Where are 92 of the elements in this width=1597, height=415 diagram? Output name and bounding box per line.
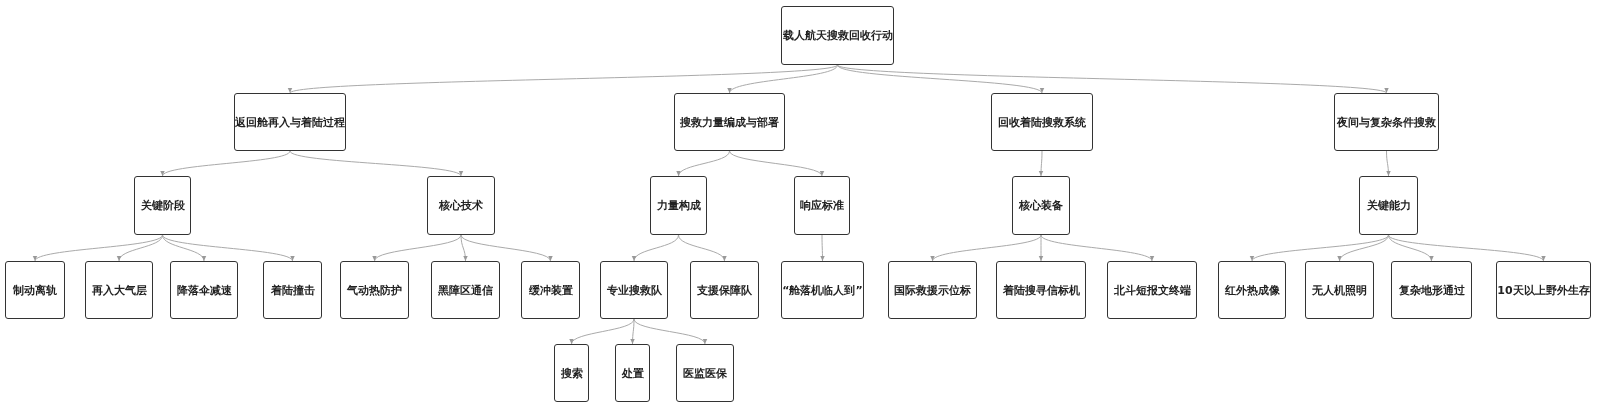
arrow	[162, 234, 205, 262]
arrow	[289, 64, 838, 94]
node-label: 响应标准	[800, 198, 844, 213]
arrow	[374, 234, 462, 262]
node-label: 国际救援示位标	[894, 282, 971, 298]
arrow	[1388, 234, 1544, 262]
process-box	[1496, 261, 1591, 319]
arrow	[571, 318, 635, 345]
arrow	[633, 234, 679, 262]
process-box	[263, 261, 322, 319]
node-label: 红外热成像	[1224, 282, 1280, 298]
process-box	[781, 261, 864, 319]
process-box	[340, 261, 409, 319]
node-label: 缓冲装置	[528, 282, 573, 298]
process-box	[134, 176, 191, 235]
node-label: 气动热防护	[347, 282, 402, 298]
node-label: 关键能力	[1366, 198, 1411, 213]
arrow	[460, 234, 468, 262]
arrow	[837, 64, 1387, 94]
arrow	[729, 64, 838, 94]
arrow	[1386, 150, 1391, 177]
node-label: 10天以上野外生存	[1497, 282, 1590, 298]
process-box	[427, 176, 495, 235]
node-label: 处置	[621, 365, 644, 381]
arrow	[118, 234, 163, 262]
process-box	[888, 261, 977, 319]
node-label: 着陆搜寻信标机	[1002, 282, 1080, 298]
process-box	[1391, 261, 1472, 319]
node-label: 夜间与复杂条件搜救	[1337, 114, 1436, 130]
node-label: 着陆撞击	[270, 282, 315, 298]
node-label: 再入大气层	[91, 282, 147, 298]
arrow	[1388, 234, 1433, 262]
arrow	[820, 234, 825, 262]
node-label: 载人航天搜救回收行动	[782, 28, 893, 43]
process-box	[1218, 261, 1286, 319]
process-box	[600, 261, 668, 319]
node-label: 回收着陆搜救系统	[998, 114, 1086, 130]
process-box	[554, 344, 589, 402]
arrow	[289, 150, 462, 177]
node-label: 关键阶段	[140, 198, 185, 213]
node-label: 支援保障队	[697, 282, 752, 298]
process-box	[170, 261, 238, 319]
node-label: 核心装备	[1019, 198, 1063, 213]
process-box	[1305, 261, 1374, 319]
arrow	[460, 234, 551, 262]
arrow	[1040, 234, 1153, 262]
node-label: 无人机照明	[1312, 282, 1367, 298]
process-box	[85, 261, 153, 319]
process-box	[996, 261, 1086, 319]
node-label: 降落伞减速	[176, 282, 232, 298]
process-box	[676, 344, 734, 402]
arrow	[34, 234, 163, 262]
process-box	[690, 261, 759, 319]
process-box	[1107, 261, 1197, 319]
arrow	[678, 234, 726, 262]
process-box	[5, 261, 65, 319]
node-label: 黑障区通信	[438, 282, 493, 298]
node-label: 制动离轨	[13, 282, 57, 298]
node-label: 返回舱再入与着陆过程	[235, 114, 345, 130]
arrow	[1338, 234, 1389, 262]
process-box	[1359, 176, 1418, 235]
node-label: 搜索	[560, 365, 583, 381]
arrow	[837, 64, 1043, 94]
process-box	[674, 93, 785, 151]
node-label: 核心技术	[439, 198, 483, 213]
node-label: 力量构成	[656, 198, 701, 213]
process-box	[521, 261, 580, 319]
arrow	[1038, 150, 1044, 177]
arrow	[162, 234, 293, 262]
arrow	[630, 318, 635, 345]
process-box	[650, 176, 707, 235]
arrow	[1038, 234, 1044, 262]
node-label: 北斗短报文终端	[1113, 282, 1191, 298]
arrow	[1251, 234, 1389, 262]
process-box	[794, 176, 850, 235]
process-box	[431, 261, 500, 319]
node-label: 医监医保	[683, 365, 727, 381]
process-box	[1334, 93, 1439, 151]
process-box	[615, 344, 650, 402]
arrow	[729, 150, 823, 177]
node-label: 搜救力量编成与部署	[680, 114, 779, 130]
node-label: 专业搜救队	[606, 282, 662, 298]
process-box	[234, 93, 346, 151]
arrow	[633, 318, 706, 345]
arrow	[678, 150, 730, 177]
process-box	[781, 6, 894, 65]
node-label: “舱落机临人到”	[782, 282, 863, 298]
arrow	[932, 234, 1042, 262]
node-label: 复杂地形通过	[1398, 282, 1465, 298]
arrow	[162, 150, 291, 177]
process-box	[991, 93, 1093, 151]
process-box	[1012, 176, 1070, 235]
